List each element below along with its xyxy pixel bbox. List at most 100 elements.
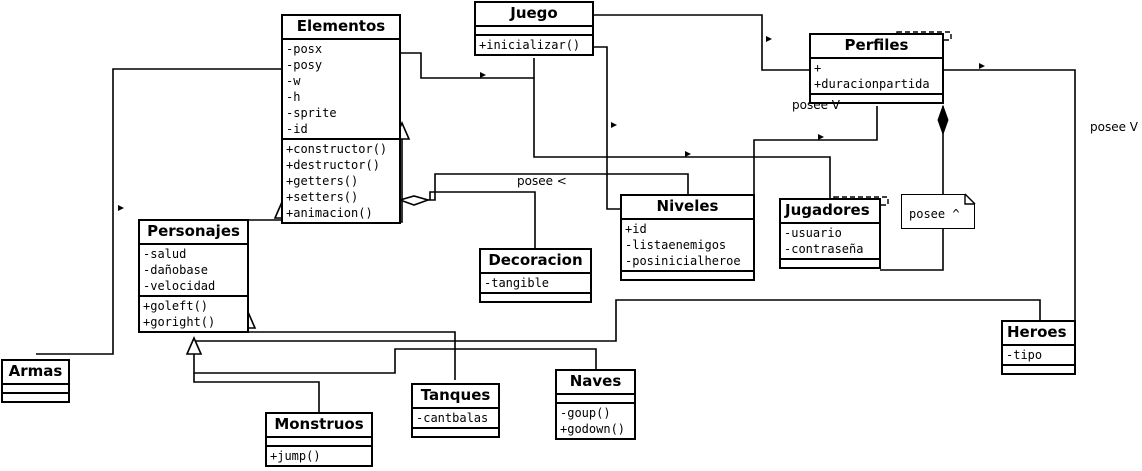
attributes-section: -posx -posy -w -h -sprite -id — [283, 40, 399, 138]
class-title: Juego — [476, 3, 592, 27]
aggregation-diamond — [397, 195, 431, 206]
class-perfiles[interactable]: Perfiles + +duracionpartida — [809, 33, 944, 104]
methods-section: +constructor() +destructor() +getters() … — [283, 138, 399, 222]
method: +jump() — [270, 449, 321, 463]
class-title: Monstruos — [267, 414, 371, 438]
method: +godown() — [560, 422, 626, 436]
attributes-section: -salud -dañobase -velocidad — [140, 245, 247, 295]
connector-monstruos-personajes — [193, 373, 320, 413]
method: +constructor() — [286, 142, 388, 156]
methods-section: -goup() +godown() — [557, 402, 634, 438]
class-title: Perfiles — [811, 35, 942, 59]
class-title: Heroes — [1003, 322, 1074, 346]
attribute: -tangible — [484, 276, 550, 290]
attributes-section — [476, 27, 592, 34]
method: -goup() — [560, 406, 611, 420]
label-posee-v-perfiles: posee V — [792, 98, 840, 112]
attributes-section: -tangible — [481, 274, 590, 292]
nav-arrow-1 — [766, 36, 772, 42]
methods-section — [3, 392, 68, 401]
connector-perfiles-jugadores — [880, 106, 944, 271]
class-title: Decoracion — [481, 250, 590, 274]
class-title: Armas — [3, 361, 68, 385]
class-title: Personajes — [140, 221, 247, 245]
inherit-triangle-personajes-left — [185, 336, 203, 355]
method: +animacion() — [286, 206, 373, 220]
attribute: -salud — [143, 247, 187, 261]
attribute: -cantbalas — [416, 411, 489, 425]
attribute: -id — [286, 122, 308, 136]
class-title: Naves — [557, 371, 634, 395]
methods-section: +jump() — [267, 445, 371, 465]
attributes-section: -tipo — [1003, 346, 1074, 364]
attribute: -posx — [286, 42, 323, 56]
method: +inicializar() — [479, 38, 581, 52]
class-personajes[interactable]: Personajes -salud -dañobase -velocidad +… — [138, 219, 249, 333]
nav-arrow-2 — [480, 72, 486, 78]
class-elementos[interactable]: Elementos -posx -posy -w -h -sprite -id … — [281, 14, 401, 224]
attributes-section — [557, 395, 634, 402]
class-naves[interactable]: Naves -goup() +godown() — [555, 369, 636, 440]
nav-arrow-5 — [818, 134, 824, 140]
attribute: + — [814, 61, 822, 75]
class-tanques[interactable]: Tanques -cantbalas — [411, 383, 500, 438]
attribute: -h — [286, 90, 301, 104]
method: +getters() — [286, 174, 359, 188]
method: +setters() — [286, 190, 359, 204]
methods-section: +goleft() +goright() — [140, 295, 247, 331]
class-title: Niveles — [622, 196, 753, 220]
attribute: -tipo — [1006, 348, 1043, 362]
attributes-section: -cantbalas — [413, 409, 498, 427]
attribute: -dañobase — [143, 263, 209, 277]
note-posee[interactable]: posee ^ — [901, 194, 975, 229]
label-posee-lt: posee < — [517, 174, 567, 188]
method: +destructor() — [286, 158, 380, 172]
class-jugadores[interactable]: Jugadores -usuario -contraseña — [779, 198, 881, 269]
class-title: Tanques — [413, 385, 498, 409]
attributes-section: +id -listaenemigos -posinicialheroe — [622, 220, 753, 270]
nav-arrow-6 — [979, 63, 985, 69]
attributes-section: + +duracionpartida — [811, 59, 942, 93]
method: +goright() — [143, 315, 216, 329]
connector-juego-niveles — [593, 46, 621, 210]
attribute: -sprite — [286, 106, 337, 120]
class-armas[interactable]: Armas — [1, 359, 70, 403]
nav-arrow-7 — [118, 205, 124, 211]
class-title: Jugadores — [781, 200, 879, 224]
attribute: -posinicialheroe — [625, 254, 741, 268]
nav-arrow-4 — [685, 151, 691, 157]
connector-naves-personajes — [193, 348, 597, 374]
connector-tanques-personajes — [247, 327, 456, 380]
class-heroes[interactable]: Heroes -tipo — [1001, 320, 1076, 375]
connector-juego-perfiles — [593, 14, 810, 71]
connector-elementos-juego — [400, 52, 535, 79]
methods-section — [481, 292, 590, 301]
methods-section — [811, 93, 942, 102]
methods-section — [1003, 364, 1074, 373]
attribute: -w — [286, 74, 301, 88]
class-title: Elementos — [283, 16, 399, 40]
attribute: -posy — [286, 58, 323, 72]
composition-diamond — [937, 104, 949, 136]
class-niveles[interactable]: Niveles +id -listaenemigos -posinicialhe… — [620, 194, 755, 281]
class-decoracion[interactable]: Decoracion -tangible — [479, 248, 592, 303]
method: +goleft() — [143, 299, 209, 313]
methods-section — [622, 270, 753, 279]
attribute: -usuario — [784, 226, 842, 240]
methods-section — [781, 258, 879, 267]
methods-section: +inicializar() — [476, 34, 592, 54]
connector-heroes-personajes — [194, 299, 1041, 342]
note-text: posee ^ — [909, 207, 960, 221]
nav-arrow-3 — [611, 122, 617, 128]
connector-juego-jugadores — [533, 78, 831, 199]
connector-decoracion-elementos — [429, 191, 536, 249]
class-monstruos[interactable]: Monstruos +jump() — [265, 412, 373, 467]
attributes-section — [3, 385, 68, 392]
attribute: +id — [625, 222, 647, 236]
attribute: -velocidad — [143, 279, 216, 293]
attribute: -listaenemigos — [625, 238, 727, 252]
attribute: -contraseña — [784, 242, 864, 256]
class-juego[interactable]: Juego +inicializar() — [474, 1, 594, 56]
connector-perfiles-niveles — [753, 106, 878, 223]
attribute: +duracionpartida — [814, 77, 930, 91]
